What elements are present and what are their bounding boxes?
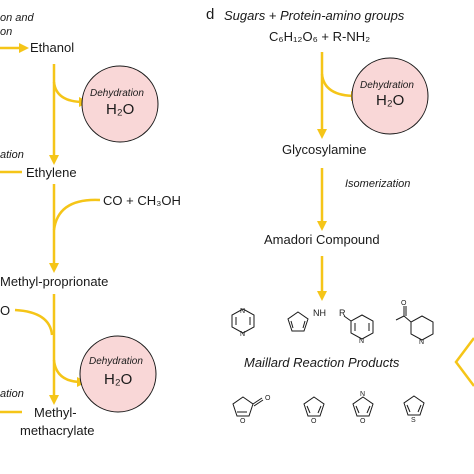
pyrazine-n-bottom: N [240, 331, 245, 338]
furanone-o-ring: O [240, 418, 246, 425]
ethylene-label: Ethylene [26, 165, 77, 180]
furan-o: O [311, 418, 317, 425]
maillard-products-label: Maillard Reaction Products [244, 355, 400, 370]
pyrrole-nh-label: NH [313, 308, 326, 318]
panel-letter-d: d [206, 6, 215, 23]
pyridine-n: N [359, 338, 364, 345]
methyl-line-2: methacrylate [20, 423, 95, 438]
sugars-formula: C₆H₁₂O₆ + R-NH₂ [269, 29, 371, 44]
acetylpyridine-icon [395, 306, 434, 341]
right-edge-chevron [454, 337, 474, 387]
amadori-label: Amadori Compound [264, 232, 380, 247]
isomerization-label: Isomerization [345, 178, 411, 190]
pyrazine-icon [231, 308, 255, 334]
thiophene-s: S [411, 417, 416, 424]
thiophene-icon [403, 395, 425, 416]
co-methanol-label: CO + CH₃OH [103, 193, 181, 208]
oxazole-n: N [360, 391, 365, 398]
water-label-2: H₂O [104, 371, 133, 388]
water-label-1: H₂O [106, 101, 135, 118]
dehydration-circle-2 [79, 335, 157, 413]
arrow-to-water-right [320, 73, 361, 101]
water-label-right: H₂O [376, 92, 405, 109]
left-top-partial-2: on [0, 26, 13, 38]
dehydration-label-right: Dehydration [360, 80, 414, 91]
dehydration-circle-1 [81, 65, 159, 143]
left-cut-text-3: ation [0, 388, 24, 400]
oxazole-icon [352, 396, 374, 417]
pyrrole-icon [287, 311, 309, 332]
furanone-icon [232, 396, 264, 417]
methyl-proprionate-label: Methyl-proprionate [0, 274, 109, 289]
arrow-to-water-1 [52, 81, 89, 107]
dehydration-label-2: Dehydration [89, 356, 143, 367]
sugars-title: Sugars + Protein-amino groups [224, 8, 405, 23]
acetyl-o: O [401, 300, 407, 307]
left-cut-text-2: O [0, 303, 11, 318]
furan-icon [303, 396, 325, 417]
acetylpyridine-n: N [419, 339, 424, 346]
arrow-from-left-o [14, 308, 54, 336]
pyrazine-n-top: N [240, 308, 245, 315]
arrow-to-water-2 [52, 359, 87, 387]
left-arrows [0, 43, 101, 414]
left-cut-text-1: ation [0, 149, 24, 161]
glycosylamine-label: Glycosylamine [282, 142, 367, 157]
arrow-from-co [52, 198, 101, 231]
right-arrows [317, 52, 361, 301]
dehydration-label-1: Dehydration [90, 88, 144, 99]
ethanol-label: Ethanol [30, 40, 75, 55]
oxazole-o: O [360, 418, 366, 425]
pyridine-r-label: R [339, 308, 346, 318]
left-top-partial-1: on and [0, 12, 34, 24]
dehydration-circle-right [351, 57, 429, 135]
alkylpyridine-icon [343, 314, 374, 340]
furanone-o-exo: O [265, 395, 271, 402]
methyl-line-1: Methyl- [34, 405, 77, 420]
